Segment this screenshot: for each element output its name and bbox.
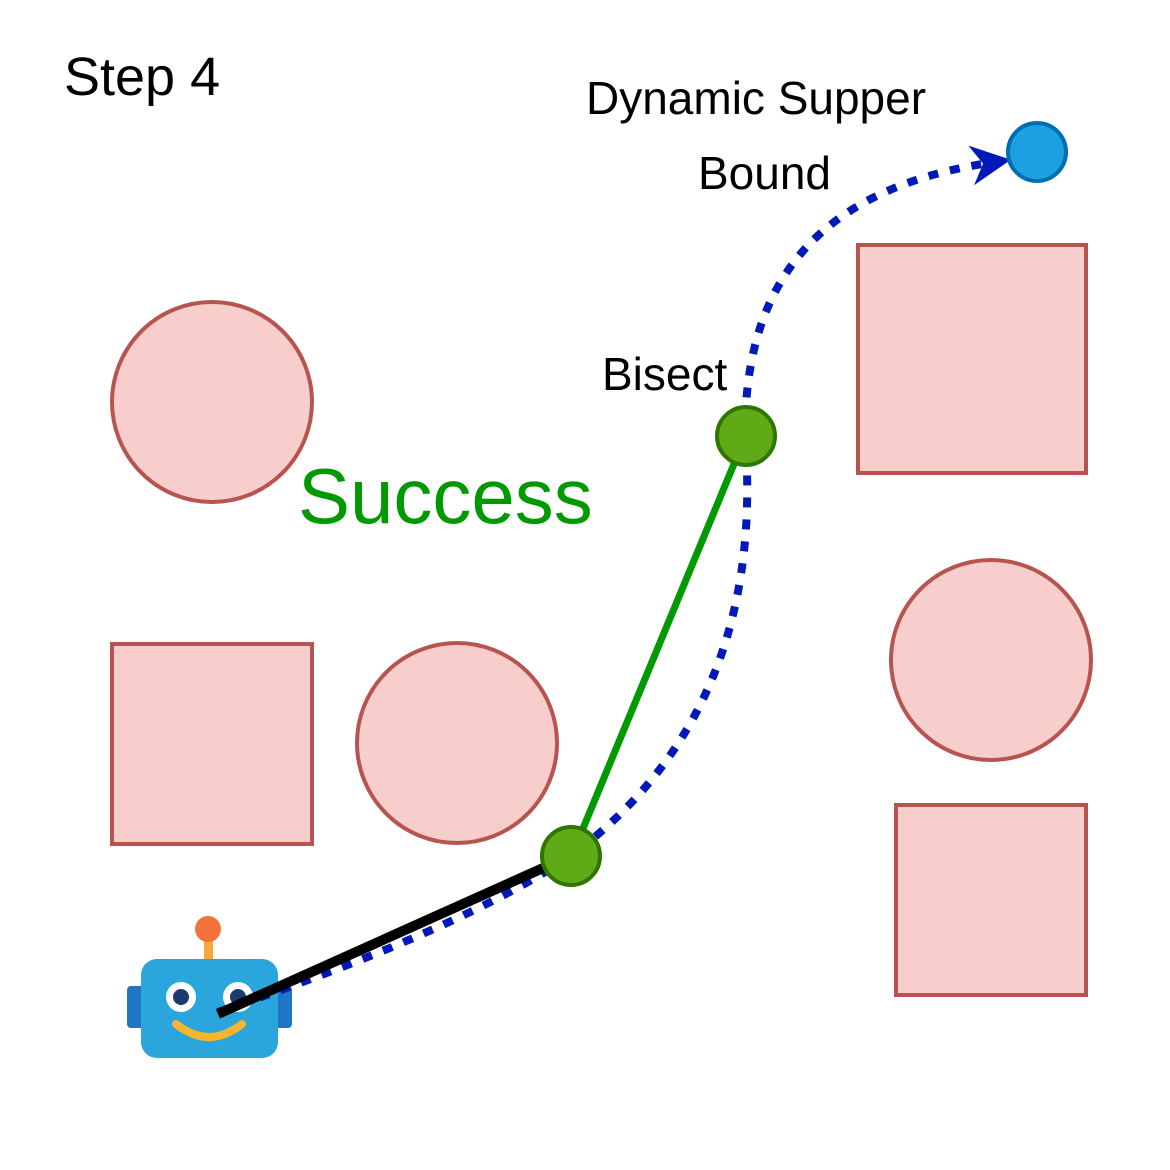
bisect-label: Bisect <box>602 348 727 400</box>
status-text: Success <box>298 452 593 540</box>
robot-smile <box>172 1020 246 1041</box>
step-label: Step 4 <box>64 47 220 107</box>
target-point <box>1006 121 1068 183</box>
obstacle-square-bottom-right <box>894 803 1088 997</box>
target-label-line1: Dynamic Supper <box>586 72 926 124</box>
obstacle-square-left <box>110 642 314 846</box>
robot-pupil-left <box>173 989 189 1005</box>
robot-icon <box>127 916 292 1058</box>
obstacles <box>110 243 1093 997</box>
target-label-line2: Bound <box>698 147 831 199</box>
robot-antenna-tip <box>195 916 221 942</box>
executed-segment <box>215 850 575 1019</box>
robot-antenna-stem <box>204 938 213 964</box>
waypoint-start <box>540 825 602 887</box>
waypoint-bisect <box>715 405 777 467</box>
robot-head <box>141 959 278 1058</box>
obstacle-circle-top-left <box>110 300 314 504</box>
obstacle-circle-right <box>889 558 1093 762</box>
success-segment <box>568 433 750 857</box>
obstacle-circle-center <box>355 641 559 845</box>
obstacle-square-top-right <box>856 243 1088 475</box>
